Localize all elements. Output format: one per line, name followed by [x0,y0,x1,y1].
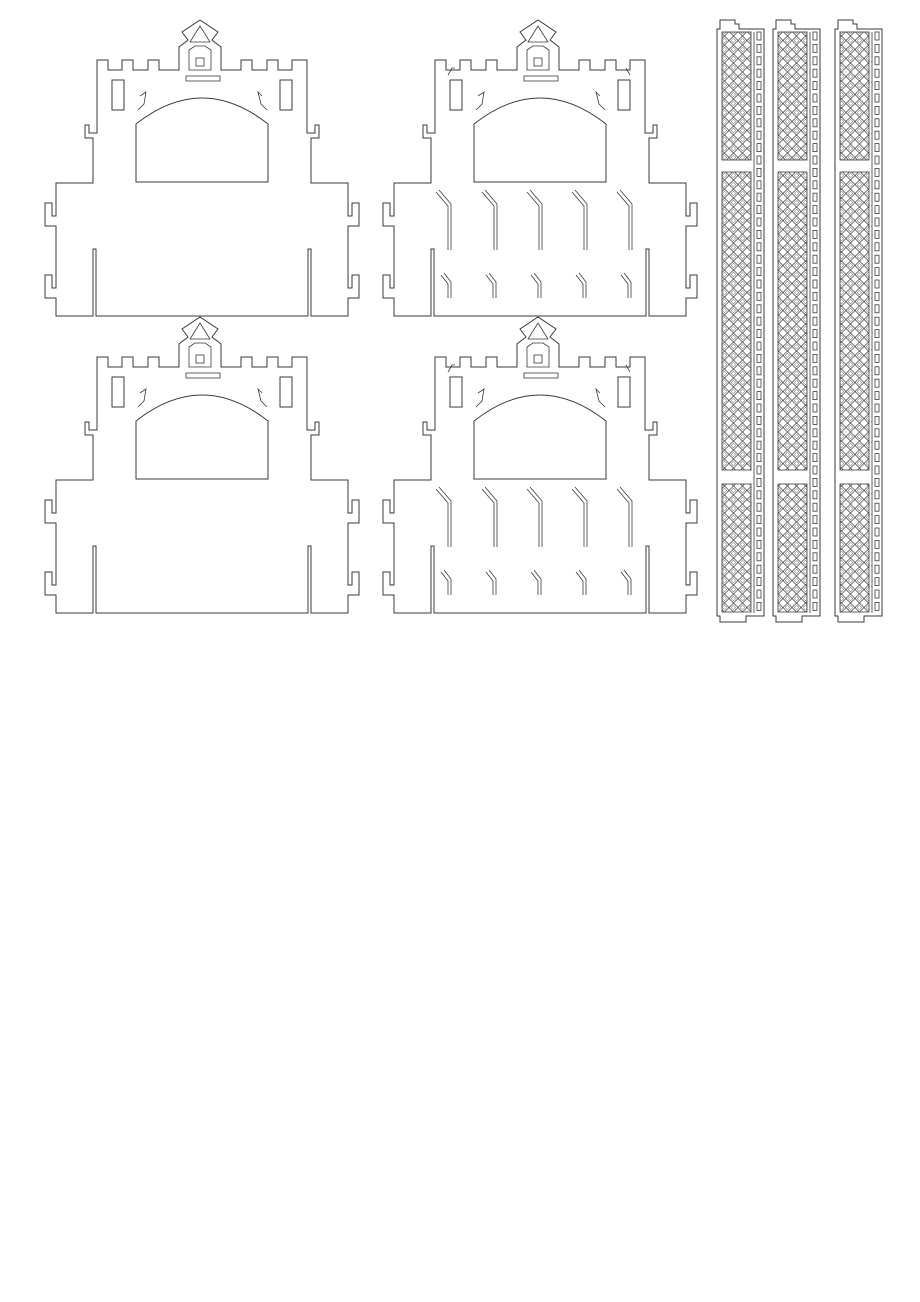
lattice-strip-2 [772,19,821,623]
lattice-strip-3 [834,19,883,623]
angled-slots [435,364,633,595]
lattice-section [721,171,752,471]
lattice-strips [716,19,883,623]
lattice-section [777,31,808,161]
lattice-section [839,171,870,471]
castle-panel-slotted-bottom [382,316,698,614]
castle-panel-slotted-top [382,19,698,317]
lattice-section [839,31,870,161]
lattice-section [777,171,808,471]
lattice-section [721,31,752,161]
lattice-strip-1 [716,19,765,623]
castle-panel-plain-bottom [44,316,360,614]
castle-panel-plain-top [44,19,360,317]
lattice-section [721,483,752,613]
lattice-section [777,483,808,613]
lattice-section [839,483,870,613]
angled-slots [435,67,633,298]
